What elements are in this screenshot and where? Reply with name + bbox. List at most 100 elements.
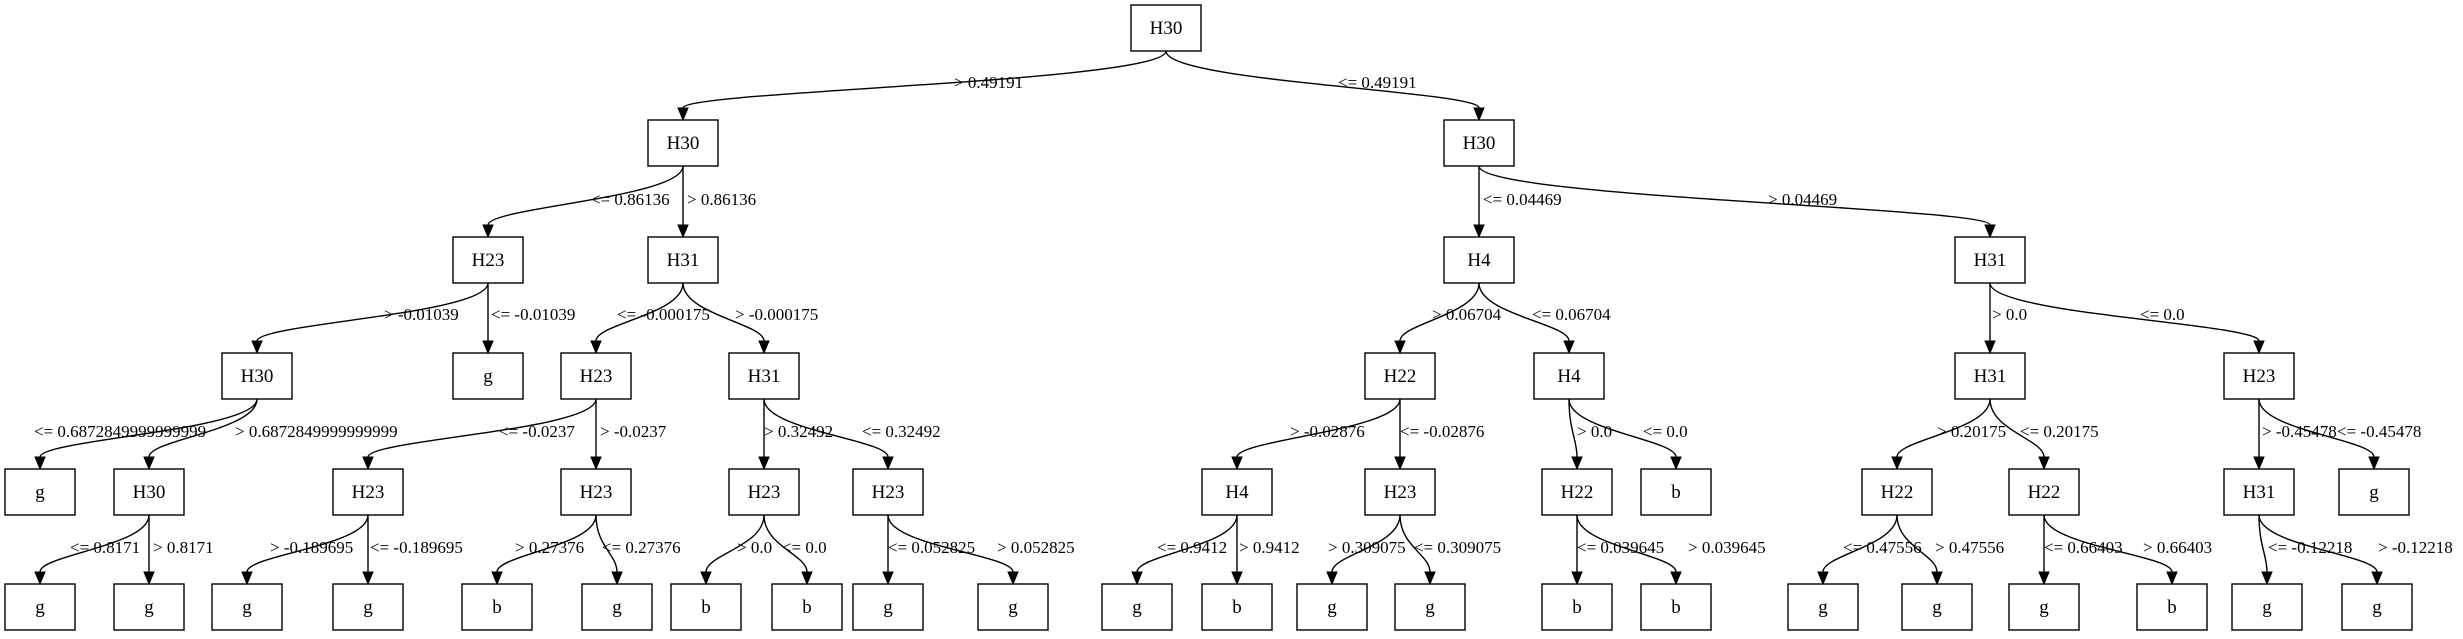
edge-label: > -0.01039 — [384, 305, 459, 324]
edge-label: <= 0.06704 — [1532, 305, 1611, 324]
edge-label: > 0.32492 — [764, 422, 833, 441]
leaf-node: g — [452, 352, 524, 400]
edge-line — [1896, 514, 1938, 573]
leaf-node: g — [977, 583, 1049, 631]
arrowhead-icon — [491, 571, 503, 586]
node-label: H23 — [580, 366, 613, 387]
node-label: H23 — [748, 482, 781, 503]
arrowhead-icon — [2261, 571, 2273, 586]
node-label: b — [802, 597, 812, 618]
node-box — [221, 352, 293, 400]
node-label: g — [1327, 597, 1337, 618]
arrowhead-icon — [2371, 571, 2383, 586]
arrowhead-icon — [1931, 571, 1943, 586]
edge-n1-n3: <= 0.86136 — [482, 165, 684, 239]
edge-line — [39, 398, 258, 458]
node-label: H22 — [2028, 482, 2061, 503]
edge-label: <= 0.49191 — [1338, 73, 1417, 92]
edge-label: <= 0.6872849999999999 — [34, 422, 206, 441]
node-box — [771, 583, 843, 631]
node-box — [2223, 352, 2295, 400]
leaf-node: g — [2008, 583, 2080, 631]
edge-n16-n18: <= 0.27376 — [595, 514, 681, 586]
edge-n25-n27: > 0.06704 — [1394, 282, 1502, 355]
edge-line — [246, 514, 369, 573]
edge-n29-n30: <= 0.9412 — [1131, 514, 1238, 586]
arrowhead-icon — [2368, 456, 2380, 471]
node-label: H4 — [1225, 482, 1249, 503]
node-box — [1364, 468, 1436, 516]
split-node: H30 — [221, 352, 293, 400]
node-box — [1954, 352, 2026, 400]
node-label: H31 — [2243, 482, 2276, 503]
edge-label: > -0.000175 — [735, 305, 818, 324]
edge-label: <= 0.47556 — [1843, 538, 1922, 557]
node-box — [1861, 468, 1933, 516]
node-box — [581, 583, 653, 631]
node-box — [1533, 352, 1605, 400]
edge-n26-n39: > 0.0 — [1984, 283, 2027, 355]
node-box — [2231, 583, 2303, 631]
arrowhead-icon — [677, 224, 689, 239]
node-label: g — [242, 597, 252, 618]
node-label: g — [1132, 597, 1142, 618]
edge-label: > 0.8171 — [153, 538, 214, 557]
node-box — [852, 468, 924, 516]
edge-n19-n20: > 0.0 — [700, 514, 772, 586]
arrowhead-icon — [482, 340, 494, 355]
node-box — [1901, 583, 1973, 631]
leaf-node: b — [1541, 583, 1613, 631]
node-box — [4, 468, 76, 516]
node-label: H22 — [1384, 366, 1417, 387]
edge-label: <= -0.000175 — [617, 305, 710, 324]
edge-label: > -0.0237 — [600, 422, 667, 441]
edge-line — [256, 282, 489, 342]
edge-label: <= 0.039645 — [1577, 538, 1664, 557]
edge-n39-n43: <= 0.20175 — [1989, 398, 2099, 471]
arrowhead-icon — [1891, 456, 1903, 471]
node-box — [1130, 4, 1202, 52]
node-box — [647, 119, 719, 167]
edge-line — [705, 514, 765, 573]
node-box — [211, 583, 283, 631]
node-box — [332, 468, 404, 516]
node-label: b — [1232, 597, 1242, 618]
node-box — [1101, 583, 1173, 631]
split-node: H4 — [1533, 352, 1605, 400]
edge-label: > 0.039645 — [1688, 538, 1766, 557]
leaf-node: g — [4, 468, 76, 516]
split-node: H23 — [560, 352, 632, 400]
arrowhead-icon — [2038, 571, 2050, 586]
node-label: H23 — [872, 482, 905, 503]
edge-label: > 0.0 — [1992, 305, 2027, 324]
node-box — [1364, 352, 1436, 400]
edge-label: <= 0.0 — [782, 538, 827, 557]
node-box — [852, 583, 924, 631]
edge-label: <= 0.20175 — [2020, 422, 2099, 441]
node-label: g — [2039, 597, 2049, 618]
edge-label: > 0.06704 — [1432, 305, 1502, 324]
edge-line — [148, 398, 258, 458]
node-label: H22 — [1881, 482, 1914, 503]
edge-label: <= 0.0 — [1643, 422, 1688, 441]
split-node: H4 — [1201, 468, 1273, 516]
arrowhead-icon — [758, 456, 770, 471]
split-node: H30 — [113, 468, 185, 516]
node-box — [560, 468, 632, 516]
edge-n46-n50: <= -0.45478 — [2258, 398, 2421, 471]
split-node: H30 — [1130, 4, 1202, 52]
edge-label: > -0.12218 — [2378, 538, 2453, 557]
edge-label: <= 0.309075 — [1414, 538, 1501, 557]
arrowhead-icon — [1394, 456, 1406, 471]
edge-line — [39, 514, 150, 573]
leaf-node: g — [332, 583, 404, 631]
arrowhead-icon — [482, 224, 494, 239]
node-label: g — [883, 597, 893, 618]
arrowhead-icon — [590, 456, 602, 471]
node-label: g — [35, 597, 45, 618]
leaf-node: g — [211, 583, 283, 631]
edge-n11-n16: > -0.0237 — [590, 399, 667, 471]
edge-n2-n26: > 0.04469 — [1478, 165, 1996, 239]
